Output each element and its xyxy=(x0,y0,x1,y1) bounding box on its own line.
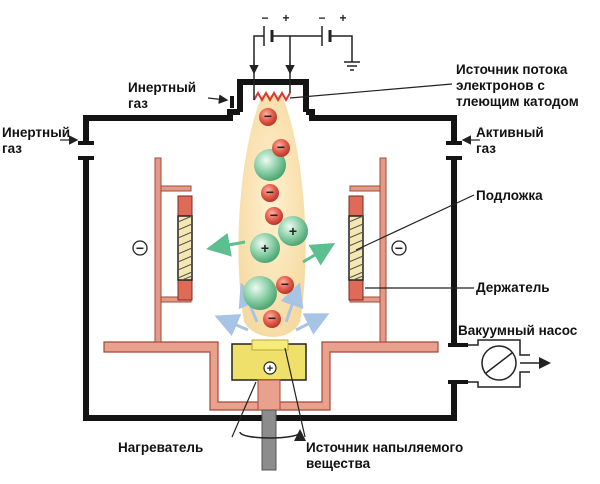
ion-charge-label: + xyxy=(261,240,269,256)
electron-particle: − xyxy=(265,207,283,225)
inert-gas-left-label-line2: газ xyxy=(2,141,22,156)
right-substrate xyxy=(348,215,364,281)
electron-charge-label: − xyxy=(281,276,289,292)
electron-charge-label: − xyxy=(270,207,278,223)
electron-source-label-line2: электронов с xyxy=(456,78,545,93)
ion-flow-arrow-left xyxy=(206,232,246,257)
pump-outlet xyxy=(448,343,468,384)
vacuum-pump xyxy=(468,339,551,388)
electron-particle: − xyxy=(261,184,279,202)
electron-source-label-line3: тлеющим катодом xyxy=(456,94,579,109)
ion-particle xyxy=(254,149,286,181)
right-holder-sign: − xyxy=(391,240,407,256)
inert-gas-left-label: Инертный xyxy=(2,125,70,140)
electron-particle: − xyxy=(272,139,290,157)
battery2-plus-label: + xyxy=(339,11,346,25)
inert-gas-top-label: Инертный xyxy=(128,80,196,95)
active-gas-label: Активный xyxy=(476,125,544,140)
active-gas-label-line2: газ xyxy=(476,141,496,156)
ion-particle: + xyxy=(250,233,280,263)
rotating-shaft xyxy=(239,379,306,471)
right-holder xyxy=(348,157,387,343)
holder-label: Держатель xyxy=(476,280,550,295)
battery1-minus-label: − xyxy=(261,11,268,25)
inert-gas-top-label-line2: газ xyxy=(128,96,148,111)
crucible: + xyxy=(231,339,307,381)
ion-charge-label: + xyxy=(289,223,297,239)
vacuum-pump-label: Вакуумный насос xyxy=(458,323,578,338)
electron-particle: − xyxy=(259,108,277,126)
substrate-label: Подложка xyxy=(476,188,543,203)
label-pointers xyxy=(60,83,480,438)
battery2-minus-label: − xyxy=(318,11,325,25)
right-holder-sign-text: − xyxy=(395,240,403,256)
source-label: Источник напыляемого xyxy=(306,440,463,455)
electron-particle: − xyxy=(263,310,281,328)
left-holder-sign-text: − xyxy=(136,240,144,256)
electron-source-label: Источник потока xyxy=(456,62,568,77)
heater-label: Нагреватель xyxy=(118,440,203,455)
ion-particle: + xyxy=(278,216,308,246)
ion-flow-arrow-right xyxy=(302,242,336,266)
electron-particle: − xyxy=(276,276,294,294)
power-circuit xyxy=(253,26,360,71)
inner-platform xyxy=(103,341,439,411)
left-holder xyxy=(154,157,193,343)
left-holder-sign: − xyxy=(132,240,148,256)
left-substrate xyxy=(177,215,193,281)
source-label-line2: вещества xyxy=(306,456,371,471)
electron-charge-label: − xyxy=(266,184,274,200)
electron-charge-label: − xyxy=(268,310,276,326)
gas-inlet-right xyxy=(446,141,462,160)
battery1-plus-label: + xyxy=(282,11,289,25)
ion-particle xyxy=(243,276,277,310)
electron-charge-label: − xyxy=(277,139,285,155)
power-arrows xyxy=(249,62,295,75)
electron-charge-label: − xyxy=(264,108,272,124)
gas-inlet-left xyxy=(78,141,94,160)
crucible-sign-text: + xyxy=(267,363,273,375)
